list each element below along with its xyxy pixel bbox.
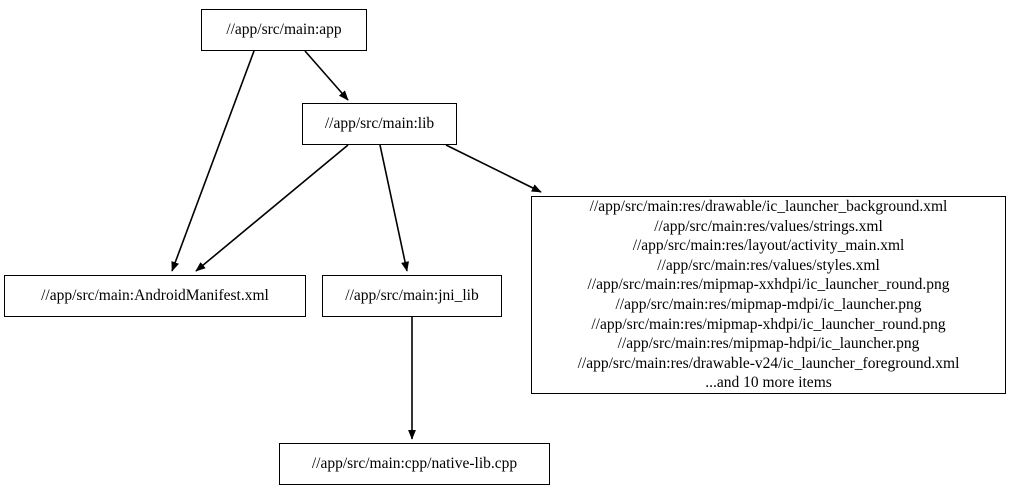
resource-line: //app/src/main:res/mipmap-mdpi/ic_launch…	[615, 296, 922, 313]
node-app[interactable]: //app/src/main:app	[201, 9, 367, 51]
resource-line-list: //app/src/main:res/drawable/ic_launcher_…	[578, 197, 960, 393]
resource-line: //app/src/main:res/drawable-v24/ic_launc…	[577, 354, 960, 372]
resource-line: //app/src/main:res/mipmap-xxhdpi/ic_laun…	[587, 276, 950, 294]
node-android-manifest[interactable]: //app/src/main:AndroidManifest.xml	[4, 275, 306, 317]
resource-line: //app/src/main:res/values/styles.xml	[657, 256, 880, 274]
edge-lib-to-manifest	[195, 144, 349, 272]
node-native-lib-cpp[interactable]: //app/src/main:cpp/native-lib.cpp	[279, 443, 550, 485]
resource-line: //app/src/main:res/mipmap-hdpi/ic_launch…	[617, 335, 920, 353]
resource-line: //app/src/main:res/layout/activity_main.…	[632, 237, 905, 255]
resource-line: //app/src/main:res/drawable/ic_launcher_…	[589, 198, 948, 216]
resource-line: //app/src/main:res/mipmap-xhdpi/ic_launc…	[591, 315, 946, 333]
node-lib[interactable]: //app/src/main:lib	[302, 103, 457, 145]
edge-app-to-manifest	[171, 50, 255, 272]
edge-lib-to-resources	[445, 144, 542, 193]
resource-line: //app/src/main:res/values/strings.xml	[654, 217, 883, 235]
edge-app-to-lib	[304, 50, 349, 101]
node-resources-group[interactable]: //app/src/main:res/drawable/ic_launcher_…	[531, 196, 1006, 394]
node-jni-lib[interactable]: //app/src/main:jni_lib	[322, 275, 502, 317]
edge-lib-to-jni	[379, 144, 409, 272]
resource-line-more: ...and 10 more items	[705, 374, 832, 392]
